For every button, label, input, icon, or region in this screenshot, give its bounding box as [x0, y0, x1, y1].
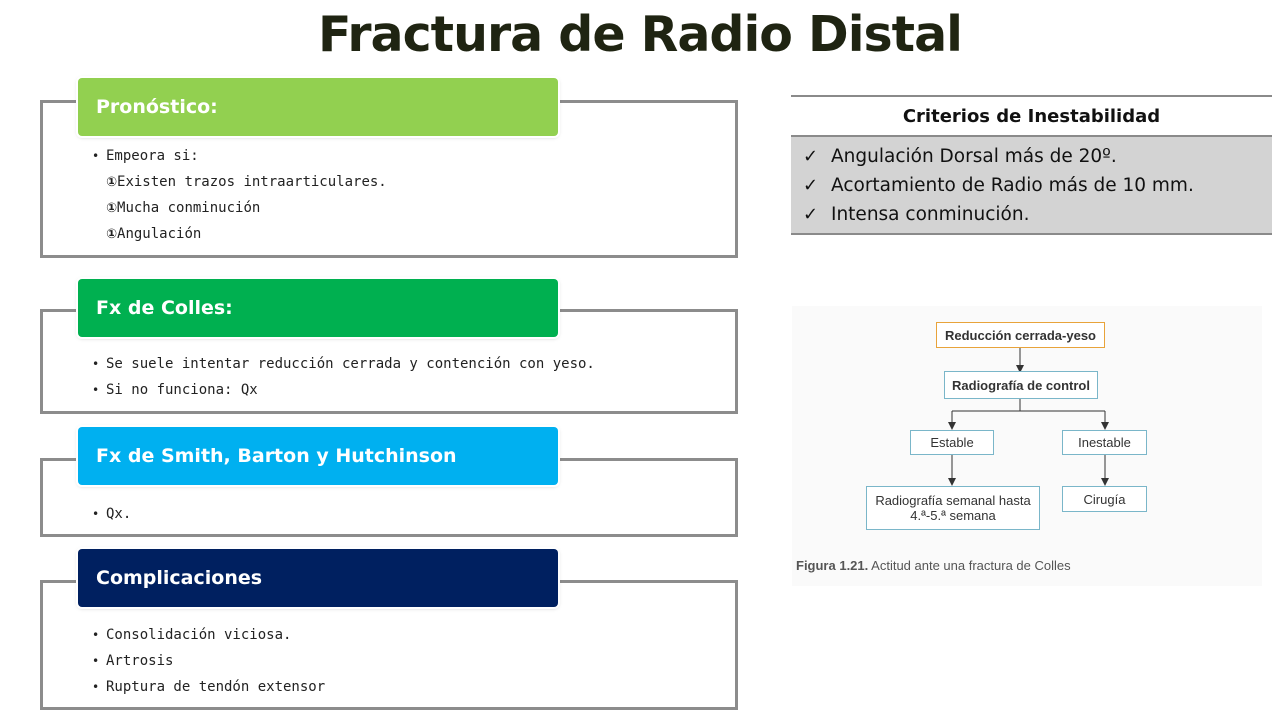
- colles-header: Fx de Colles:: [78, 279, 558, 337]
- criterio-text: Intensa conminución.: [831, 204, 1030, 225]
- smith-list: Qx.: [92, 501, 131, 527]
- list-item: Ruptura de tendón extensor: [92, 674, 325, 700]
- estable-box: Estable: [910, 430, 994, 455]
- list-item: Si no funciona: Qx: [92, 377, 595, 403]
- inestable-box: Inestable: [1062, 430, 1147, 455]
- list-item: Consolidación viciosa.: [92, 622, 325, 648]
- criterio-row: ✓ Intensa conminución.: [803, 200, 1272, 229]
- semanal-box: Radiografía semanal hasta 4.ª-5.ª semana: [866, 486, 1040, 530]
- page-title: Fractura de Radio Distal: [318, 6, 963, 63]
- subitem-text: Mucha conminución: [117, 200, 261, 216]
- check-icon: ✓: [803, 204, 819, 225]
- colles-flowchart: Reducción cerrada-yeso Radiografía de co…: [792, 306, 1262, 586]
- criterio-row: ✓ Angulación Dorsal más de 20º.: [803, 142, 1272, 171]
- subitem-text: Angulación: [117, 226, 202, 242]
- pronostico-header: Pronóstico:: [78, 78, 558, 136]
- criterio-row: ✓ Acortamiento de Radio más de 10 mm.: [803, 171, 1272, 200]
- circled-one-icon: ①: [106, 201, 118, 216]
- circled-one-icon: ①: [106, 227, 118, 242]
- caption-text: Actitud ante una fractura de Colles: [871, 558, 1071, 573]
- caption-label: Figura 1.21.: [796, 558, 869, 573]
- pronostico-list: Empeora si:: [92, 143, 199, 169]
- flowchart-connectors: [948, 348, 1109, 486]
- complicaciones-header: Complicaciones: [78, 549, 558, 607]
- list-item: Empeora si:: [92, 143, 199, 169]
- check-icon: ✓: [803, 146, 819, 167]
- pronostico-subitem: ①Existen trazos intraarticulares.: [92, 169, 387, 196]
- subitem-text: Existen trazos intraarticulares.: [117, 174, 387, 190]
- complicaciones-list: Consolidación viciosa. Artrosis Ruptura …: [92, 622, 325, 700]
- smith-header: Fx de Smith, Barton y Hutchinson: [78, 427, 558, 485]
- figure-caption: Figura 1.21. Actitud ante una fractura d…: [796, 558, 1071, 573]
- criterios-title: Criterios de Inestabilidad: [791, 95, 1272, 137]
- pronostico-subitem: ①Mucha conminución: [92, 195, 260, 222]
- check-icon: ✓: [803, 175, 819, 196]
- circled-one-icon: ①: [106, 175, 118, 190]
- list-item: Se suele intentar reducción cerrada y co…: [92, 351, 595, 377]
- pronostico-subitem: ①Angulación: [92, 221, 201, 248]
- criterio-text: Acortamiento de Radio más de 10 mm.: [831, 175, 1194, 196]
- list-item: Artrosis: [92, 648, 325, 674]
- radiografia-box: Radiografía de control: [944, 371, 1098, 399]
- list-item: Qx.: [92, 501, 131, 527]
- criterios-table: Criterios de Inestabilidad ✓ Angulación D…: [791, 95, 1272, 235]
- criterio-text: Angulación Dorsal más de 20º.: [831, 146, 1117, 167]
- cirugia-box: Cirugía: [1062, 486, 1147, 512]
- colles-list: Se suele intentar reducción cerrada y co…: [92, 351, 595, 403]
- criterios-body: ✓ Angulación Dorsal más de 20º. ✓ Acortami…: [791, 137, 1272, 235]
- reduccion-box: Reducción cerrada-yeso: [936, 322, 1105, 348]
